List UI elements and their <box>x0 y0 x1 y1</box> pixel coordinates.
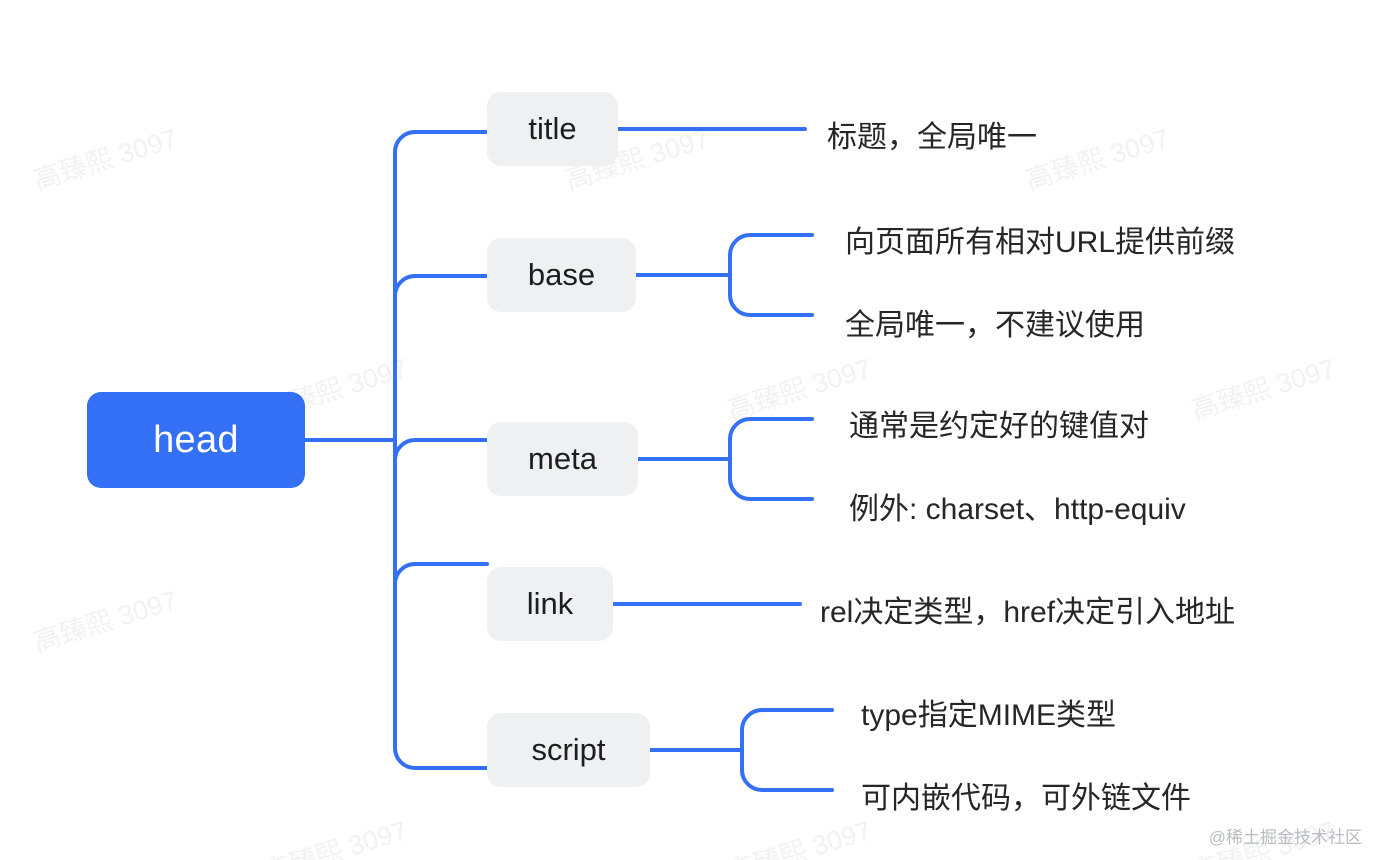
mindmap-leaf-link-1[interactable]: rel决定类型，href决定引入地址 <box>820 596 1236 629</box>
mindmap-branch-node-script[interactable]: script <box>487 713 650 787</box>
mindmap-leaf-meta-2[interactable]: 例外: charset、http-equiv <box>849 493 1186 526</box>
mindmap-leaf-base-2[interactable]: 全局唯一，不建议使用 <box>845 309 1145 342</box>
watermark-text: 高臻熙 3097 <box>260 815 411 860</box>
mindmap-branch-node-meta[interactable]: meta <box>487 422 638 496</box>
root-node-label: head <box>153 418 239 461</box>
mindmap-root-node-head[interactable]: head <box>87 392 305 488</box>
branch-node-label: title <box>528 111 577 146</box>
watermark-text: 高臻熙 3097 <box>724 815 875 860</box>
watermark-text: 高臻熙 3097 <box>1188 353 1339 426</box>
watermark-text: 高臻熙 3097 <box>30 123 181 196</box>
mindmap-leaf-title-1[interactable]: 标题，全局唯一 <box>827 121 1037 154</box>
footer-credit: @稀土掘金技术社区 <box>1208 828 1362 847</box>
mindmap-leaf-base-1[interactable]: 向页面所有相对URL提供前缀 <box>845 226 1236 259</box>
mindmap-leaf-meta-1[interactable]: 通常是约定好的键值对 <box>849 410 1149 443</box>
mindmap-leaf-script-1[interactable]: type指定MIME类型 <box>861 699 1117 732</box>
mindmap-branch-node-base[interactable]: base <box>487 238 636 312</box>
mindmap-branch-node-title[interactable]: title <box>487 92 618 166</box>
watermark-text: 高臻熙 3097 <box>1022 123 1173 196</box>
branch-node-label: base <box>527 257 596 292</box>
branch-node-label: meta <box>528 441 597 476</box>
watermark-text: 高臻熙 3097 <box>30 585 181 658</box>
mindmap-leaf-script-2[interactable]: 可内嵌代码，可外链文件 <box>861 782 1191 815</box>
mindmap-branch-node-link[interactable]: link <box>487 567 613 641</box>
branch-node-label: script <box>531 732 606 767</box>
branch-node-label: link <box>526 586 574 621</box>
